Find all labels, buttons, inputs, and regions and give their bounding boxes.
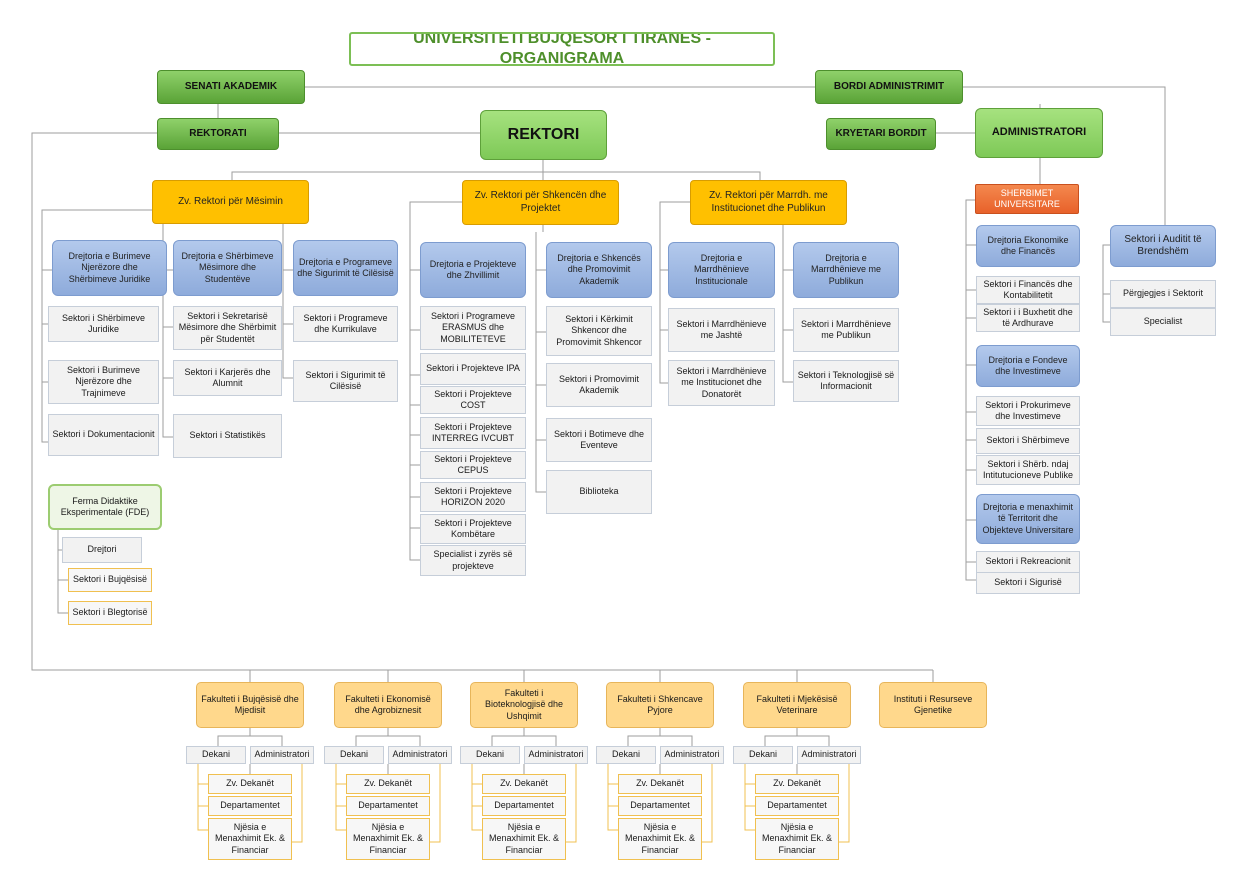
ferma-didaktike-box: Ferma Didaktike Eksperimentale (FDE) [48,484,162,530]
rektori-box: REKTORI [480,110,607,160]
f5-administratori: Administratori [797,746,861,764]
f2-njesia: Njësia e Menaxhimit Ek. & Financiar [346,818,430,860]
f1-administratori: Administratori [250,746,314,764]
bordi-administrimit-box: BORDI ADMINISTRIMIT [815,70,963,104]
kryetari-bordit-box: KRYETARI BORDIT [826,118,936,150]
sektori-karjeres-alumnit: Sektori i Karjerës dhe Alumnit [173,360,282,396]
fakulteti-ekonomise: Fakulteti i Ekonomisë dhe Agrobiznesit [334,682,442,728]
ferma-sektori-bujqesise: Sektori i Bujqësisë [68,568,152,592]
sektori-teknologjise-informacionit: Sektori i Teknologjisë së Informacionit [793,360,899,402]
f4-dekani: Dekani [596,746,656,764]
f3-zv-dekanet: Zv. Dekanët [482,774,566,794]
sektori-erasmus: Sektori i Programeve ERASMUS dhe MOBILIT… [420,306,526,350]
sektori-sherbimeve: Sektori i Shërbimeve [976,428,1080,454]
sektori-ipa: Sektori i Projekteve IPA [420,353,526,385]
fakulteti-bujqesise: Fakulteti i Bujqësisë dhe Mjedisit [196,682,304,728]
sektori-cepus: Sektori i Projekteve CEPUS [420,451,526,479]
fakulteti-mjekesise-veterinare: Fakulteti i Mjekësisë Veterinare [743,682,851,728]
instituti-resurseve-gjenetike: Instituti i Resurseve Gjenetike [879,682,987,728]
drejtoria-marrdhenieve-publikun: Drejtoria e Marrdhënieve me Publikun [793,242,899,298]
f5-departamentet: Departamentet [755,796,839,816]
biblioteka: Biblioteka [546,470,652,514]
f5-dekani: Dekani [733,746,793,764]
sektori-sekretarise-mesimore: Sektori i Sekretarisë Mësimore dhe Shërb… [173,306,282,350]
f2-departamentet: Departamentet [346,796,430,816]
sektori-sherbimeve-juridike: Sektori i Shërbimeve Juridike [48,306,159,342]
f2-zv-dekanet: Zv. Dekanët [346,774,430,794]
f3-administratori: Administratori [524,746,588,764]
sektori-cost: Sektori i Projekteve COST [420,386,526,414]
sektori-botimeve-eventeve: Sektori i Botimeve dhe Eventeve [546,418,652,462]
f3-dekani: Dekani [460,746,520,764]
sektori-sigurimit-cilesise: Sektori i Sigurimit të Cilësisë [293,360,398,402]
f2-administratori: Administratori [388,746,452,764]
specialist-auditi: Specialist [1110,308,1216,336]
sektori-marrdhenieve-publikun: Sektori i Marrdhënieve me Publikun [793,308,899,352]
drejtoria-marrdhenieve-institucionale: Drejtoria e Marrdhënieve Institucionale [668,242,775,298]
administratori-box: ADMINISTRATORI [975,108,1103,158]
sektori-horizon: Sektori i Projekteve HORIZON 2020 [420,482,526,512]
sektori-promovimit-akademik: Sektori i Promovimit Akademik [546,363,652,407]
pergjegjes-sektorit: Përgjegjes i Sektorit [1110,280,1216,308]
f3-departamentet: Departamentet [482,796,566,816]
sherbimet-universitare-box: SHERBIMET UNIVERSITARE [975,184,1079,214]
rektorati-box: REKTORATI [157,118,279,150]
sektori-kombetare: Sektori i Projekteve Kombëtare [420,514,526,544]
sektori-finances-kontabilitetit: Sektori i Financës dhe Kontabilitetit [976,276,1080,304]
f4-zv-dekanet: Zv. Dekanët [618,774,702,794]
zv-rektor-shkenca-box: Zv. Rektori për Shkencën dhe Projektet [462,180,619,225]
sektori-programeve-kurrikulave: Sektori i Programeve dhe Kurrikulave [293,306,398,342]
specialist-zyres-projekteve: Specialist i zyrës së projekteve [420,545,526,576]
drejtoria-menaxhimit-territorit: Drejtoria e menaxhimit të Territorit dhe… [976,494,1080,544]
drejtoria-programeve-cilesise: Drejtoria e Programeve dhe Sigurimit të … [293,240,398,296]
sektori-marrdhenieve-institucionet: Sektori i Marrdhënieve me Institucionet … [668,360,775,406]
sektori-kerkimit-shkencor: Sektori i Kërkimit Shkencor dhe Promovim… [546,306,652,356]
sektori-marrdhenieve-jashte: Sektori i Marrdhënieve me Jashtë [668,308,775,352]
ferma-sektori-blegtorise: Sektori i Blegtorisë [68,601,152,625]
page-title: UNIVERSITETI BUJQËSOR I TIRANËS - ORGANI… [349,32,775,66]
sektori-interreg: Sektori i Projekteve INTERREG IVCUBT [420,417,526,449]
f4-njesia: Njësia e Menaxhimit Ek. & Financiar [618,818,702,860]
ferma-drejtori: Drejtori [62,537,142,563]
f1-departamentet: Departamentet [208,796,292,816]
f3-njesia: Njësia e Menaxhimit Ek. & Financiar [482,818,566,860]
f4-departamentet: Departamentet [618,796,702,816]
sektori-sigurise: Sektori i Sigurisë [976,572,1080,594]
drejtoria-ekonomike-finances: Drejtoria Ekonomike dhe Financës [976,225,1080,267]
zv-rektor-marrdh-box: Zv. Rektori për Marrdh. me Institucionet… [690,180,847,225]
f5-zv-dekanet: Zv. Dekanët [755,774,839,794]
fakulteti-shkencave-pyjore: Fakulteti i Shkencave Pyjore [606,682,714,728]
drejtoria-burimeve-njerezore: Drejtoria e Burimeve Njerëzore dhe Shërb… [52,240,167,296]
f4-administratori: Administratori [660,746,724,764]
sektori-rekreacionit: Sektori i Rekreacionit [976,551,1080,573]
sektori-burimeve-njerezore: Sektori i Burimeve Njerëzore dhe Trajnim… [48,360,159,404]
f1-zv-dekanet: Zv. Dekanët [208,774,292,794]
sektori-sherb-institucioneve: Sektori i Shërb. ndaj Intitutucioneve Pu… [976,455,1080,485]
sektori-prokurimeve: Sektori i Prokurimeve dhe Investimeve [976,396,1080,426]
sektori-dokumentacionit: Sektori i Dokumentacionit [48,414,159,456]
drejtoria-projekteve-zhvillimit: Drejtoria e Projekteve dhe Zhvillimit [420,242,526,298]
drejtoria-sherbimeve-mesimore: Drejtoria e Shërbimeve Mësimore dhe Stud… [173,240,282,296]
sektori-buxhetit: Sektori i i Buxhetit dhe të Ardhurave [976,304,1080,332]
zv-rektor-mesimi-box: Zv. Rektori për Mësimin [152,180,309,224]
fakulteti-bioteknologjise: Fakulteti i Bioteknologjisë dhe Ushqimit [470,682,578,728]
sektori-statistikes: Sektori i Statistikës [173,414,282,458]
f1-dekani: Dekani [186,746,246,764]
drejtoria-shkences-promovimit: Drejtoria e Shkencës dhe Promovimit Akad… [546,242,652,298]
senati-akademik-box: SENATI AKADEMIK [157,70,305,104]
f1-njesia: Njësia e Menaxhimit Ek. & Financiar [208,818,292,860]
f5-njesia: Njësia e Menaxhimit Ek. & Financiar [755,818,839,860]
sektori-auditit-box: Sektori i Auditit të Brendshëm [1110,225,1216,267]
drejtoria-fondeve-investimeve: Drejtoria e Fondeve dhe Investimeve [976,345,1080,387]
f2-dekani: Dekani [324,746,384,764]
